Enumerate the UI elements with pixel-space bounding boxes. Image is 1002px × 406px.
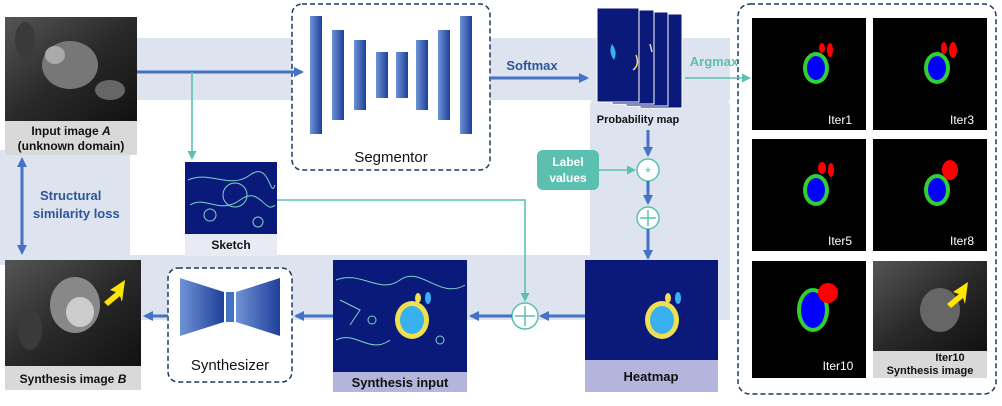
heatmap-label: Heatmap xyxy=(624,369,679,384)
probability-map-stack xyxy=(596,7,683,109)
synthesizer xyxy=(167,267,293,383)
arrow-marker-icon xyxy=(104,280,125,306)
synthesis-image-label: Synthesis image B xyxy=(20,372,127,386)
iter5-label: Iter5 xyxy=(828,234,852,248)
synthesis-image-b xyxy=(5,260,141,390)
iter10-synth-label-1: Iter10 xyxy=(935,352,964,364)
plus-operator-bottom xyxy=(511,302,539,330)
input-image-sublabel: (unknown domain) xyxy=(18,139,125,153)
sketch-label: Sketch xyxy=(211,238,250,252)
iteration-panel xyxy=(737,3,997,395)
iter10-synth-label-2: Synthesis image xyxy=(887,365,974,377)
iter8-label: Iter8 xyxy=(950,234,974,248)
heatmap-image xyxy=(585,260,718,392)
structural-loss-label-1: Structural xyxy=(40,188,101,203)
flow-arrows xyxy=(17,67,653,321)
label-values-text-1: Label xyxy=(552,155,583,169)
arrow-marker-icon xyxy=(947,282,968,308)
softmax-label: Softmax xyxy=(506,58,558,73)
iter10-label: Iter10 xyxy=(823,359,854,373)
synthesizer-label: Synthesizer xyxy=(191,357,269,374)
multiply-symbol: * xyxy=(645,164,651,180)
probability-map-label: Probability map xyxy=(597,114,680,126)
teal-arrows xyxy=(187,72,751,302)
sketch-image xyxy=(185,162,277,256)
structural-loss-label-2: similarity loss xyxy=(33,206,120,221)
label-values-box xyxy=(537,150,599,190)
segmentor-label: Segmentor xyxy=(354,149,427,166)
synthesis-input-image xyxy=(333,260,467,392)
iter1-label: Iter1 xyxy=(828,113,852,127)
iter3-label: Iter3 xyxy=(950,113,974,127)
input-image-a xyxy=(5,17,137,155)
synthesis-input-label: Synthesis input xyxy=(352,375,449,390)
label-values-text-2: values xyxy=(549,171,587,185)
argmax-label: Argmax xyxy=(690,54,739,69)
input-image-label: Input image A xyxy=(31,124,110,138)
segmentor xyxy=(291,3,491,171)
plus-operator-top xyxy=(636,206,660,230)
